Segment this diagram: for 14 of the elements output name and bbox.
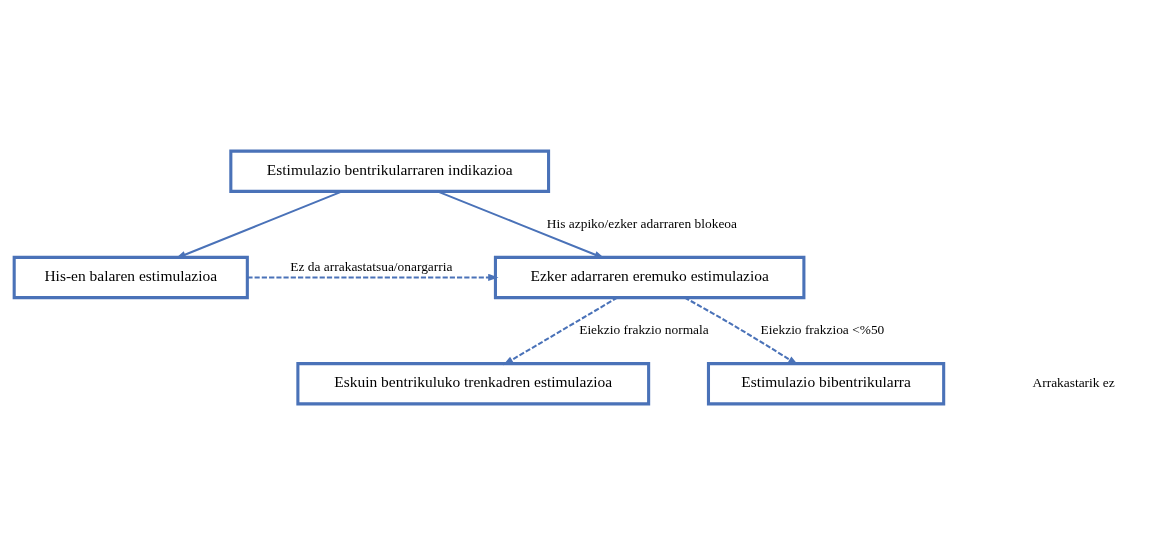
node-box: Eskuin bentrikuluko trenkadren estimulazioa <box>296 362 651 406</box>
node-box: His-en balaren estimulazioa <box>12 255 249 300</box>
edge-label: Ez da arrakastatsua/onargarria <box>290 258 453 274</box>
edge-label: Eiekzio frakzioa <%50 <box>760 322 885 338</box>
node-box: Ezker adarraren eremuko estimulazioa <box>493 255 806 300</box>
edge-label: His azpiko/ezker adarraren blokeoa <box>546 215 738 231</box>
node-box: Estimulazio bentrikularraren indikazioa <box>229 149 551 193</box>
arrow <box>503 296 618 366</box>
arrow <box>437 190 605 259</box>
arrow <box>175 190 343 259</box>
arrow <box>247 273 499 282</box>
label: Arrakastarik ez <box>1032 375 1115 391</box>
edge-label: Eiekzio frakzio normala <box>579 322 709 338</box>
node-box: Estimulazio bibentrikularra <box>706 362 946 406</box>
